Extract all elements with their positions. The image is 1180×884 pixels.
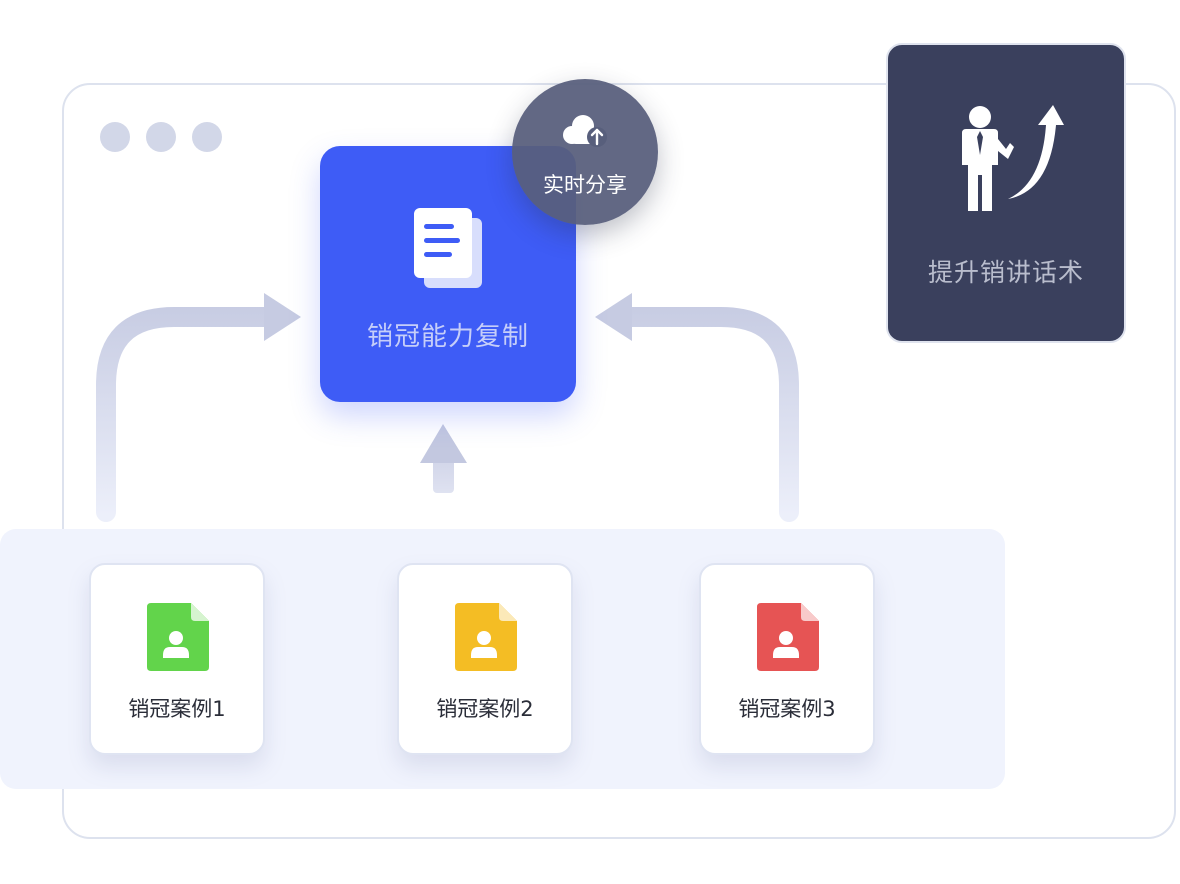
file-user-icon	[453, 603, 517, 675]
realtime-share-bubble: 实时分享	[512, 79, 658, 225]
case-card-3: 销冠案例3	[699, 563, 875, 755]
middle-arrow	[433, 455, 454, 493]
core-capability-label: 销冠能力复制	[366, 322, 529, 352]
improve-pitch-card: 提升销讲话术	[886, 43, 1126, 343]
improve-pitch-label: 提升销讲话术	[927, 258, 1084, 287]
case-label-1: 销冠案例1	[128, 697, 226, 721]
middle-arrow-head	[420, 424, 467, 463]
realtime-share-label: 实时分享	[543, 173, 627, 197]
file-user-icon	[755, 603, 819, 675]
right-arrow	[618, 307, 799, 522]
case-card-1: 销冠案例1	[89, 563, 265, 755]
file-user-icon	[145, 603, 209, 675]
window-dot	[146, 122, 176, 152]
businessman-growth-icon	[950, 103, 1064, 217]
cloud-upload-icon	[561, 113, 609, 153]
case-label-2: 销冠案例2	[436, 697, 534, 721]
right-arrow-head	[595, 293, 632, 341]
core-capability-card: 销冠能力复制	[320, 146, 576, 402]
window-dot	[192, 122, 222, 152]
window-dot	[100, 122, 130, 152]
case-card-2: 销冠案例2	[397, 563, 573, 755]
left-arrow	[96, 307, 278, 522]
document-icon	[412, 206, 488, 298]
case-label-3: 销冠案例3	[738, 697, 836, 721]
left-arrow-head	[264, 293, 301, 341]
